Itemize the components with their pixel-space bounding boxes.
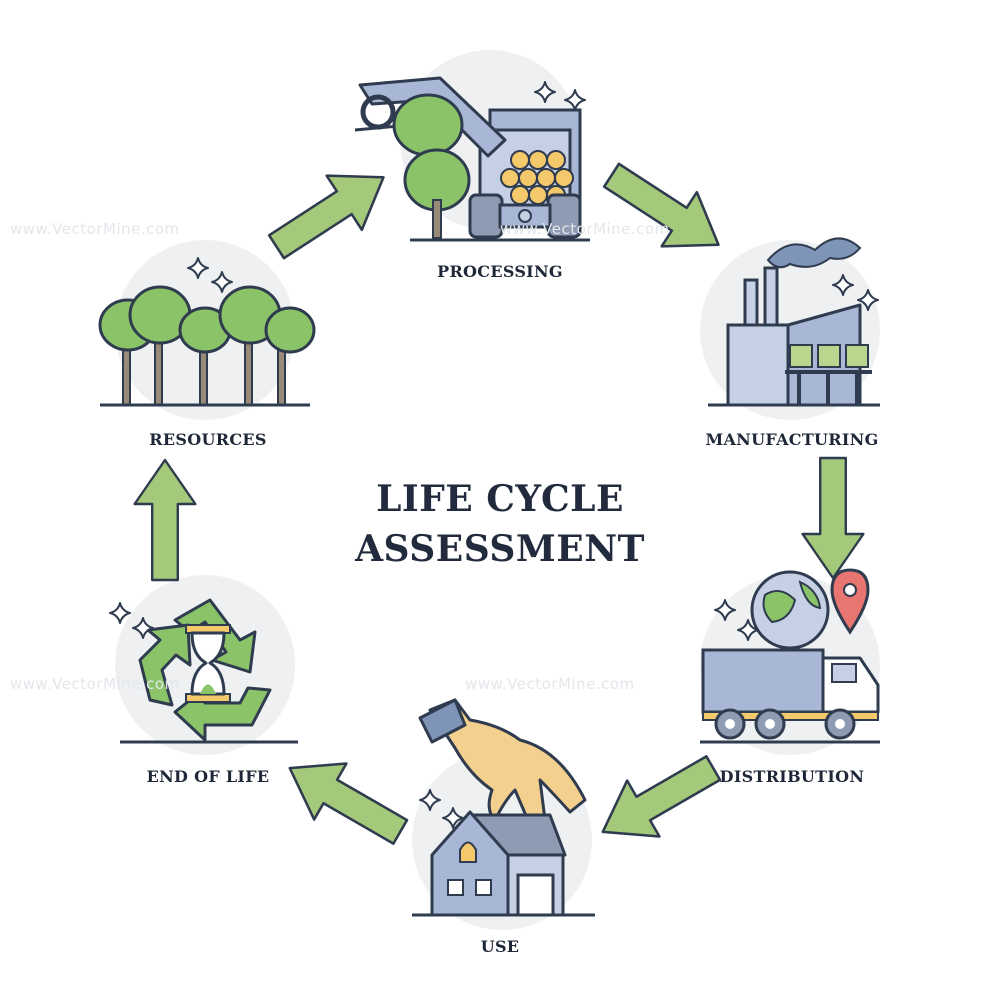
arrow-manufacturing-to-distribution [801,456,865,580]
watermark-left-top: www.VectorMine.com [10,220,180,238]
arrow-resources-to-processing [257,148,403,276]
label-distribution: DISTRIBUTION [719,767,865,786]
arrow-distribution-to-use [585,738,731,862]
label-end-of-life: END OF LIFE [146,767,270,786]
label-processing: PROCESSING [437,262,563,281]
watermark-center-top: www.VectorMine.com [500,220,670,238]
factory-icon [708,237,880,407]
label-resources: RESOURCES [149,430,267,449]
label-manufacturing: MANUFACTURING [705,430,879,449]
label-use: USE [480,937,520,956]
diagram-title-line1: LIFE CYCLE [376,478,624,520]
watermark-left-bottom: www.VectorMine.com [10,675,180,693]
truck-globe-icon [700,568,880,744]
recycle-hourglass-icon [109,598,298,744]
harvester-icon [354,76,590,242]
diagram-title-line2: ASSESSMENT [355,528,645,570]
arrow-processing-to-manufacturing [592,146,738,274]
watermark-center-bottom: www.VectorMine.com [465,675,635,693]
forest-icon [98,257,316,407]
arrow-use-to-end-of-life [272,738,418,862]
hand-house-icon [412,698,595,917]
arrow-end-of-life-to-resources [133,458,197,582]
